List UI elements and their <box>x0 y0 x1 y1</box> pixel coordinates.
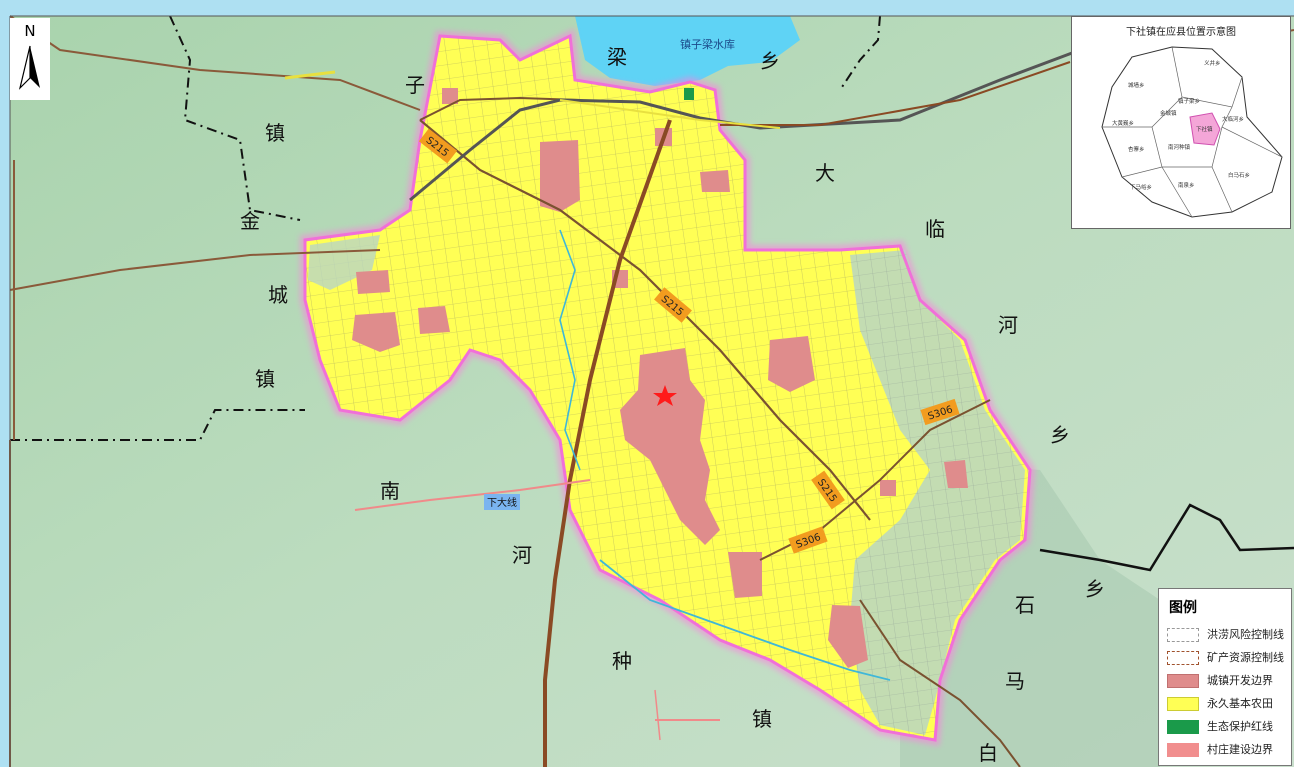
inset-label-0: 义井乡 <box>1204 59 1221 67</box>
inset-internal-lines <box>1102 46 1283 218</box>
town-central <box>620 348 720 545</box>
place-label-xiang-2: 乡 <box>1050 423 1070 447</box>
legend-label-farmland: 永久基本农田 <box>1207 697 1273 710</box>
legend-swatch-town-boundary <box>1167 674 1199 688</box>
reservoir-water <box>575 16 800 86</box>
map-legend: 图例 洪涝风险控制线 矿产资源控制线 城镇开发边界 永久基本农田 生态保护红线 … <box>1158 588 1292 766</box>
road-yellow-rail <box>559 99 781 129</box>
inset-label-11: 南泉乡 <box>1178 181 1195 189</box>
place-label-xiang-1: 乡 <box>760 49 780 73</box>
town-east <box>768 336 815 392</box>
town-west <box>352 312 400 352</box>
town-east-small <box>944 460 968 488</box>
town-west-3 <box>356 270 390 294</box>
inset-label-6: 大黄巍乡 <box>1112 119 1134 127</box>
legend-label-flood-risk: 洪涝风险控制线 <box>1207 628 1284 641</box>
non-farmland-west <box>308 235 380 290</box>
shield-xiada-road-label: 下大线 <box>487 496 517 509</box>
inset-xiashe-highlight <box>1189 112 1221 146</box>
inset-label-2: 镇子梁乡 <box>1178 97 1200 105</box>
road-southeast <box>859 599 1021 767</box>
shield-s306-east: S306 <box>920 398 960 426</box>
shield-xiada-road: 下大线 <box>484 494 520 510</box>
legend-swatch-farmland <box>1167 697 1199 711</box>
place-label-zhen-1: 镇 <box>265 121 285 145</box>
legend-title: 图例 <box>1169 600 1197 616</box>
place-label-cheng: 城 <box>268 283 288 307</box>
legend-label-town-boundary: 城镇开发边界 <box>1207 674 1273 687</box>
legend-label-ecological: 生态保护红线 <box>1207 720 1273 733</box>
place-label-bai: 白 <box>978 741 998 765</box>
place-label-zhen-2: 镇 <box>255 367 275 391</box>
legend-label-village: 村庄建设边界 <box>1207 743 1273 756</box>
place-label-zhong: 种 <box>612 649 632 673</box>
ecological-redline-patch <box>684 88 694 100</box>
town-north-small-2 <box>442 88 458 104</box>
legend-swatch-mineral <box>1167 651 1199 665</box>
legend-item-village: 村庄建设边界 <box>1167 742 1291 758</box>
road-east-north <box>720 61 1071 126</box>
boundary-west-south <box>10 409 305 441</box>
road-s215-north <box>419 96 581 121</box>
reservoir-label: 镇子梁水库 <box>680 37 735 51</box>
boundary-north <box>839 15 881 91</box>
town-south <box>728 552 762 598</box>
town-northeast <box>700 170 730 192</box>
legend-item-ecological: 生态保护红线 <box>1167 719 1291 735</box>
north-arrow-icon <box>18 45 40 90</box>
place-label-zi: 子 <box>405 73 425 97</box>
town-north <box>540 140 580 212</box>
place-label-he-1: 河 <box>998 313 1018 337</box>
road-south-pink-2 <box>654 689 661 741</box>
place-labels: 子 梁 乡 镇 金 城 镇 大 临 河 乡 南 河 种 镇 石 乡 马 白 <box>240 45 1105 765</box>
legend-label-mineral: 矿产资源控制线 <box>1207 651 1284 664</box>
inset-label-7: 杏寨乡 <box>1128 145 1145 153</box>
legend-item-farmland: 永久基本农田 <box>1167 696 1291 712</box>
road-xiada <box>354 479 591 511</box>
boundary-west-north <box>169 15 301 221</box>
inset-label-8: 南河种镇 <box>1168 143 1191 151</box>
town-west-2 <box>418 306 450 334</box>
road-west <box>9 249 381 291</box>
place-label-da: 大 <box>815 161 835 185</box>
inset-labels: 义井乡 城墙乡 镇子梁乡 金城镇 大临河乡 下社镇 大黄巍乡 杏寨乡 南河种镇 … <box>1112 59 1250 191</box>
legend-item-town-boundary: 城镇开发边界 <box>1167 673 1291 689</box>
legend-item-mineral: 矿产资源控制线 <box>1167 650 1291 666</box>
place-label-lin: 临 <box>925 217 945 241</box>
inset-label-3: 金城镇 <box>1160 109 1177 117</box>
township-seat-star <box>653 385 677 406</box>
place-label-xiang-3: 乡 <box>1085 577 1105 601</box>
inset-title: 下社镇在应县位置示意图 <box>1126 27 1236 38</box>
place-label-shi: 石 <box>1015 593 1035 617</box>
legend-swatch-ecological <box>1167 720 1199 734</box>
inset-label-9: 白马石乡 <box>1228 171 1250 179</box>
inset-label-5: 下社镇 <box>1196 125 1213 133</box>
inset-locator-map: 下社镇在应县位置示意图 义井乡 城墙乡 镇子梁乡 金城镇 大临河乡 下社镇 大黄… <box>1071 16 1291 229</box>
non-farmland-east-grid <box>850 250 1025 735</box>
place-label-nan: 南 <box>380 479 400 503</box>
legend-swatch-village <box>1167 743 1199 757</box>
town-southeast <box>828 605 868 668</box>
inset-label-4: 大临河乡 <box>1222 115 1244 123</box>
river-main <box>559 229 581 471</box>
place-label-ma: 马 <box>1005 669 1025 693</box>
place-label-he-2: 河 <box>512 543 532 567</box>
place-label-jin: 金 <box>240 209 260 233</box>
railway <box>409 48 1081 202</box>
boundary-east <box>1039 503 1294 572</box>
inset-map: 义井乡 城墙乡 镇子梁乡 金城镇 大临河乡 下社镇 大黄巍乡 杏寨乡 南河种镇 … <box>1101 46 1283 218</box>
inset-label-1: 城墙乡 <box>1128 81 1145 89</box>
north-arrow-label: N <box>24 22 36 40</box>
north-arrow: N <box>10 18 50 100</box>
township-boundary <box>303 33 1032 742</box>
road-north-south <box>543 119 672 767</box>
town-east-small-2 <box>880 480 896 496</box>
road-yellow-north <box>284 70 336 80</box>
place-label-zhen-3: 镇 <box>752 707 772 731</box>
river-south <box>599 559 891 681</box>
legend-swatch-flood-risk <box>1167 628 1199 642</box>
legend-item-flood-risk: 洪涝风险控制线 <box>1167 627 1291 643</box>
place-label-liang: 梁 <box>607 45 627 69</box>
inset-label-10: 下马峪乡 <box>1130 183 1152 191</box>
